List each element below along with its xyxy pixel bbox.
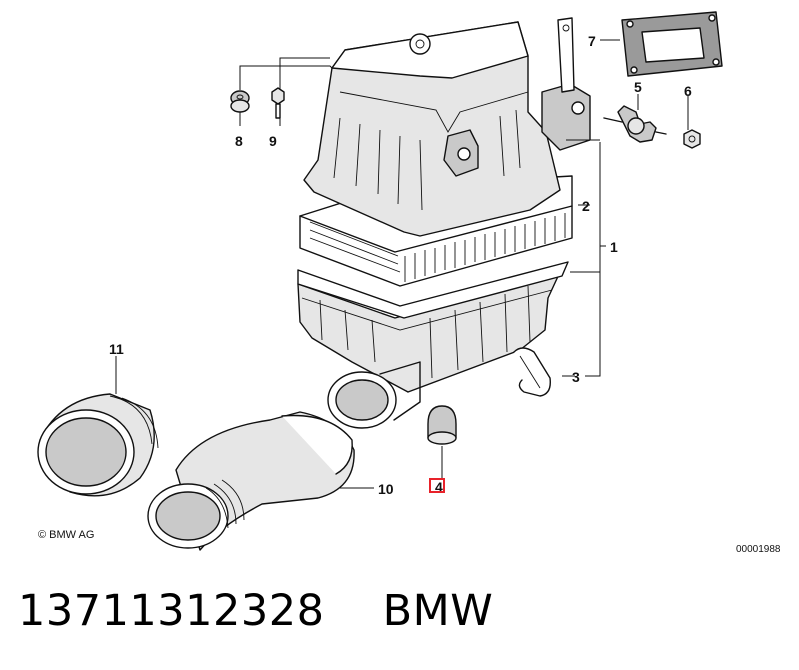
filter-pleats	[404, 213, 566, 282]
part-5-rubber-mount	[603, 105, 667, 143]
callout-11: 11	[109, 341, 124, 357]
part-8-grommet	[230, 90, 250, 113]
part-11-intake-elbow	[37, 393, 159, 497]
part-number: 13711312328	[18, 586, 325, 636]
part-info-footer: 13711312328 BMW	[18, 586, 493, 646]
part-7-gasket	[621, 11, 723, 77]
air-filter-exploded-diagram: 1 2 3 4 5 6 7 8 9 10 11 © BMW AG 0000198…	[37, 11, 781, 555]
callout-3: 3	[572, 369, 580, 385]
leader-lines	[115, 39, 689, 489]
copyright-notice: © BMW AG	[38, 529, 94, 541]
highlight-box	[429, 478, 445, 493]
air-filter-housing	[297, 17, 591, 429]
part-3-clip	[513, 347, 551, 397]
brand-name: BMW	[382, 586, 494, 636]
callout-4: 4	[435, 479, 443, 495]
part-4-rubber-cap	[427, 405, 457, 445]
callout-9: 9	[269, 133, 277, 149]
callout-5: 5	[634, 79, 642, 95]
part-10-intake-duct	[147, 411, 355, 551]
drawing-number: 00001988	[736, 544, 781, 555]
callout-7: 7	[588, 33, 596, 49]
callout-8: 8	[235, 133, 243, 149]
callout-2: 2	[582, 198, 590, 214]
part-9-bolt	[271, 87, 285, 119]
part-6-nut	[683, 129, 701, 149]
callout-10: 10	[378, 481, 394, 497]
callout-6: 6	[684, 83, 692, 99]
callout-1: 1	[610, 239, 618, 255]
